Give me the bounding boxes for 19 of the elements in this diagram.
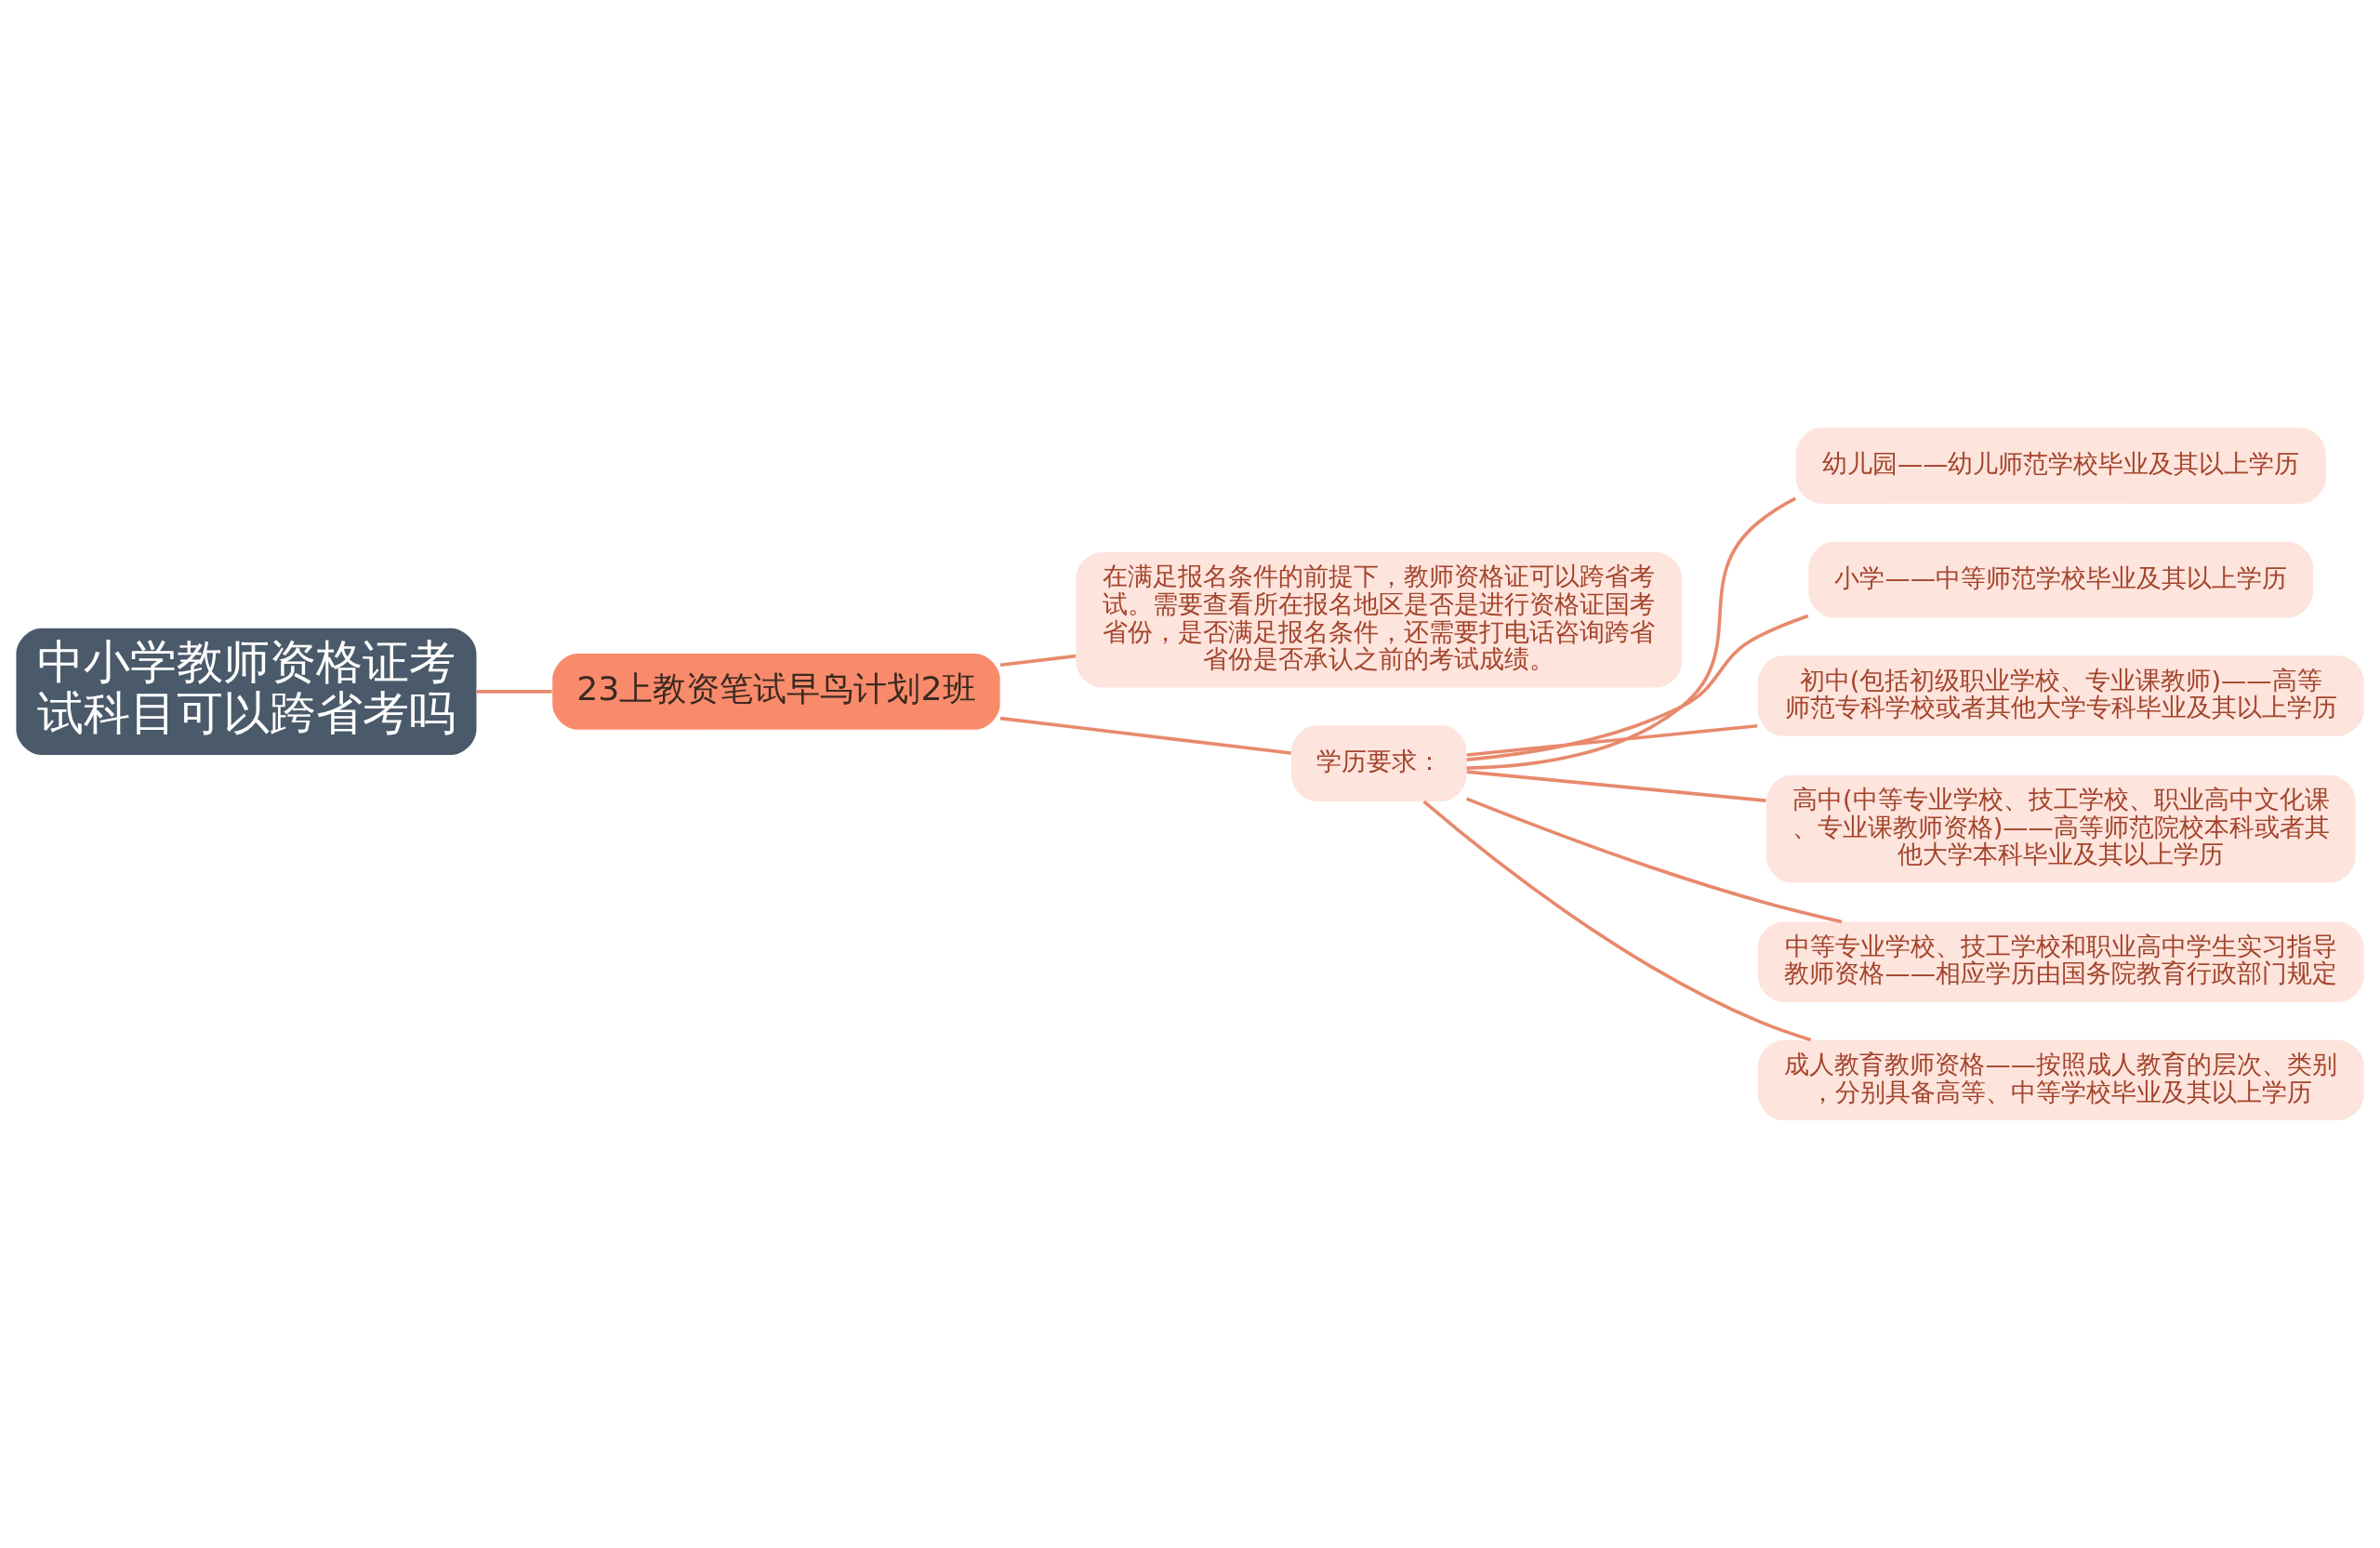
node-box: 23上教资笔试早鸟计划2班 xyxy=(552,654,1000,730)
node-box: 初中(包括初级职业学校、专业课教师)——高等师范专科学校或者其他大学专科毕业及其以上学历 xyxy=(1757,655,2364,736)
connector xyxy=(1465,797,1843,924)
connector xyxy=(1422,800,1812,1042)
node-box: 高中(中等专业学校、技工学校、职业高中文化课、专业课教师资格)——高等师范院校本科或者其他大学本科毕业及其以上学历 xyxy=(1765,774,2356,883)
node-box: 在满足报名条件的前提下，教师资格证可以跨省考试。需要查看所在报名地区是否是进行资格证国考省份，是否满足报名条件，还需要打电话咨询跨省省份是否承认之前的考试成绩。 xyxy=(1076,552,1683,688)
node-box: 成人教育教师资格——按照成人教育的层次、类别，分别具备高等、中等学校毕业及其以上学历 xyxy=(1757,1039,2364,1120)
node-box: 中小学教师资格证考试科目可以跨省考吗 xyxy=(16,628,477,756)
connector xyxy=(999,654,1077,668)
node-box: 小学——中等师范学校毕业及其以上学历 xyxy=(1808,541,2314,618)
connector xyxy=(476,690,552,694)
connector xyxy=(1466,496,1797,770)
connector xyxy=(1466,770,1766,802)
node-box: 中等专业学校、技工学校和职业高中学生实习指导教师资格——相应学历由国务院教育行政部门规定 xyxy=(1757,921,2364,1002)
node-box: 学历要求： xyxy=(1291,725,1467,801)
connector xyxy=(999,716,1291,755)
connector xyxy=(1466,724,1758,757)
node-box: 幼儿园——幼儿师范学校毕业及其以上学历 xyxy=(1795,428,2326,504)
connector xyxy=(1466,614,1809,761)
